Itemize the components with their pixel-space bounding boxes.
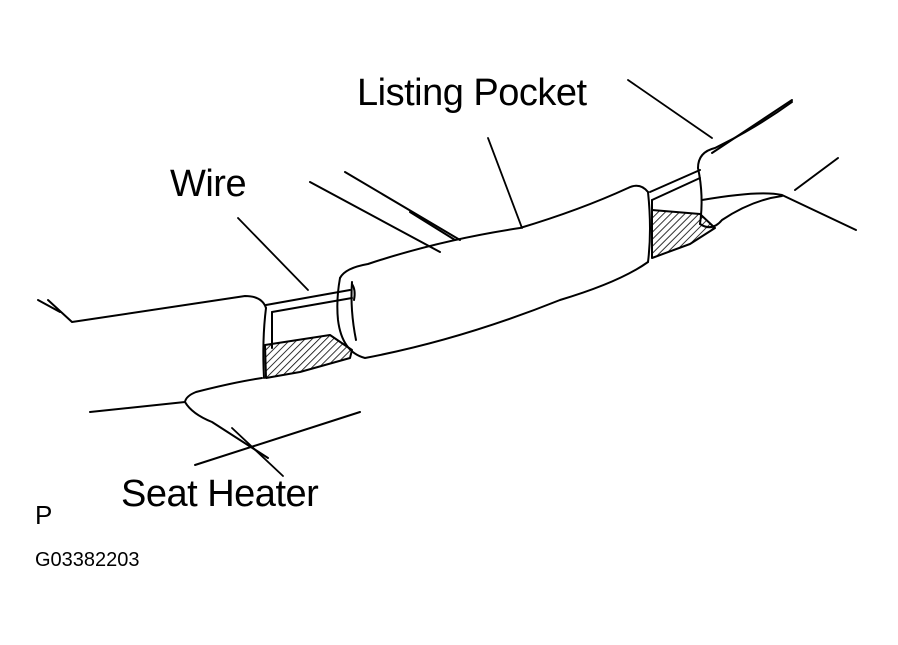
leader-listing-pocket — [487, 137, 523, 229]
leader-lines — [231, 79, 713, 477]
hatched-shadow — [264, 209, 716, 379]
seat-heater-pad — [89, 377, 361, 466]
seat-heater-label: Seat Heater — [121, 473, 319, 515]
wire-label: Wire — [170, 163, 247, 205]
seat-cover-outline — [37, 99, 857, 323]
listing-pocket — [336, 184, 651, 359]
listing-pocket-label: Listing Pocket — [357, 72, 587, 114]
figure-id: G03382203 — [35, 549, 140, 571]
right-wire-channel — [649, 169, 701, 233]
right-pocket-segment — [697, 101, 793, 229]
leader-seat-heater — [231, 427, 284, 477]
left-wire-channel — [262, 283, 356, 379]
corner-mark: P — [35, 500, 53, 530]
leader-listing-pocket-right — [627, 79, 713, 139]
leader-wire — [237, 217, 309, 291]
